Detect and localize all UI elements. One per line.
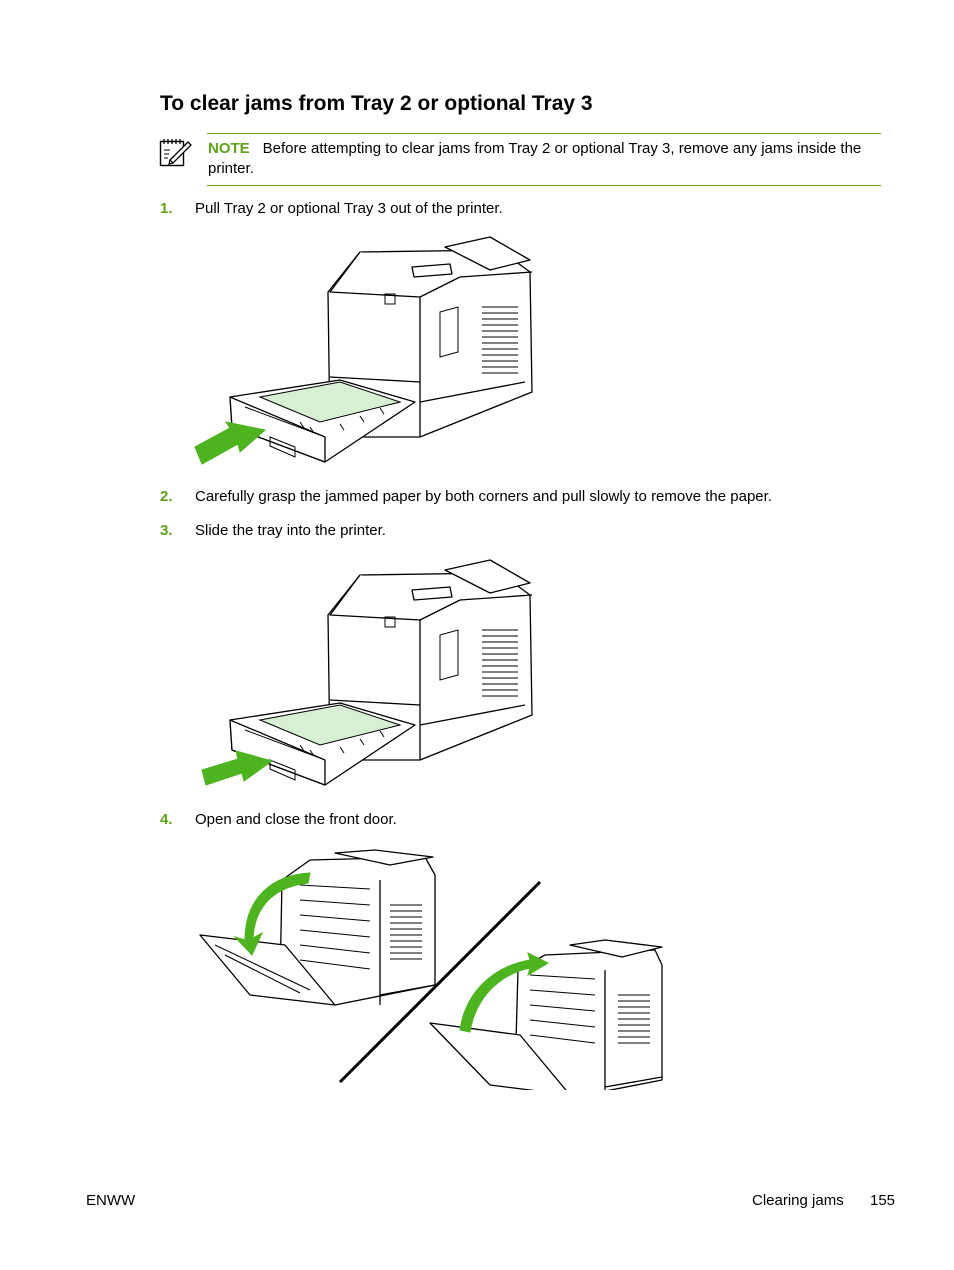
- page-number: 155: [870, 1192, 896, 1209]
- note-label: NOTE: [208, 140, 250, 157]
- step-text: Slide the tray into the printer.: [195, 522, 386, 539]
- step-text: Open and close the front door.: [195, 811, 397, 828]
- note-pencil-icon: [159, 139, 192, 167]
- note-text: Before attempting to clear jams from Tra…: [208, 140, 862, 177]
- footer-left-label: ENWW: [86, 1192, 136, 1209]
- printer-tray-pulled-out-illustration: [194, 236, 533, 465]
- step-number: 1.: [160, 200, 173, 217]
- step-text: Pull Tray 2 or optional Tray 3 out of th…: [195, 200, 503, 217]
- step-number: 2.: [160, 488, 173, 505]
- printer-front-door-open-close-illustration: [199, 849, 663, 1090]
- step-text: Carefully grasp the jammed paper by both…: [195, 488, 772, 505]
- step-number: 4.: [160, 811, 173, 828]
- step-number: 3.: [160, 522, 173, 539]
- note-top-rule: [207, 133, 881, 134]
- printer-tray-slide-in-illustration: [201, 559, 533, 786]
- note-bottom-rule: [207, 185, 881, 186]
- page-title: To clear jams from Tray 2 or optional Tr…: [160, 92, 593, 115]
- footer-section-name: Clearing jams: [752, 1192, 844, 1209]
